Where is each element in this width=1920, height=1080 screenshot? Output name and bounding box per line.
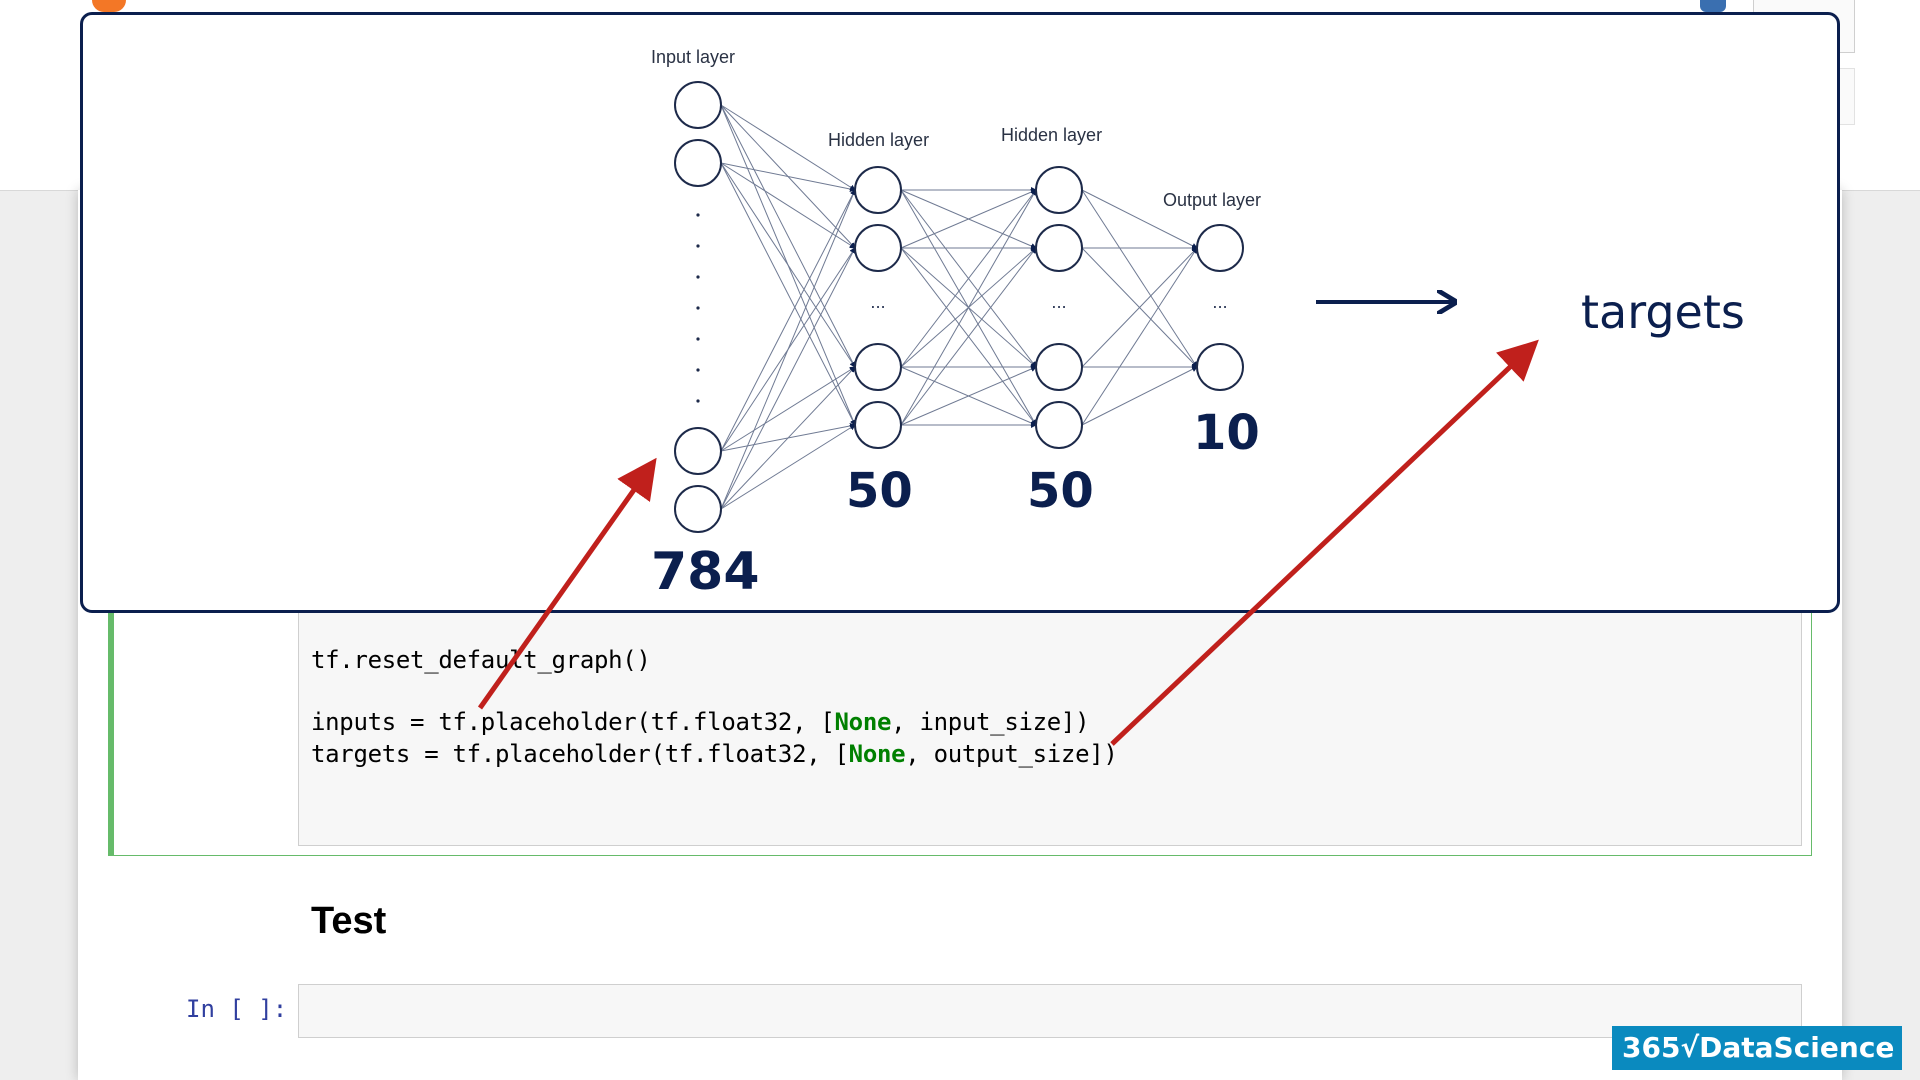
connection-line — [720, 162, 856, 426]
hidden1-neuron — [854, 343, 902, 391]
hidden-layer-1-label: Hidden layer — [828, 130, 930, 150]
input-count: 784 — [651, 542, 760, 602]
input-prompt: In [ ]: — [186, 995, 288, 1023]
code-text: inputs = tf.placeholder(tf.float32, [ — [311, 708, 835, 736]
input-layer-label: Input layer — [651, 47, 736, 67]
code-line-targets: targets = tf.placeholder(tf.float32, [No… — [311, 740, 1118, 768]
connection-line — [720, 104, 856, 368]
empty-code-cell[interactable] — [298, 984, 1802, 1038]
kernel-indicator-icon — [1700, 0, 1726, 12]
brand-logo: 365√DataScience — [1612, 1026, 1902, 1070]
connection-line — [720, 247, 856, 510]
connection-line — [720, 162, 856, 192]
input-ellipsis-dot — [696, 337, 700, 341]
hidden-1-count: 50 — [846, 463, 913, 519]
input-neuron — [674, 139, 722, 187]
keyword-none: None — [834, 708, 892, 736]
input-neuron — [674, 427, 722, 475]
code-text: targets = tf.placeholder(tf.float32, [ — [311, 740, 849, 768]
connection-line — [720, 366, 856, 510]
connection-line — [900, 366, 1037, 426]
input-ellipsis-dot — [696, 244, 700, 248]
connection-line — [1081, 366, 1198, 426]
connection-line — [720, 162, 856, 368]
hidden-layer-2-label: Hidden layer — [1001, 125, 1103, 145]
connection-line — [900, 247, 1037, 426]
code-text: , input_size]) — [891, 708, 1090, 736]
connection-line — [720, 424, 856, 510]
jupyter-logo-icon — [92, 0, 126, 12]
connection-line — [720, 189, 856, 452]
layer-ellipsis: ... — [1212, 293, 1227, 312]
connection-line — [1081, 189, 1198, 249]
input-ellipsis-dot — [696, 213, 700, 217]
code-line-reset: tf.reset_default_graph() — [311, 646, 651, 674]
hidden2-neuron — [1035, 343, 1083, 391]
connection-line — [720, 189, 856, 510]
network-diagram: ......... — [674, 81, 1837, 533]
input-ellipsis-dot — [696, 275, 700, 279]
output-neuron — [1196, 224, 1244, 272]
layer-ellipsis: ... — [870, 293, 885, 312]
code-editor[interactable] — [298, 590, 1802, 846]
connection-line — [900, 189, 1037, 426]
input-neuron — [674, 81, 722, 129]
markdown-heading: Test — [311, 900, 387, 942]
input-neuron — [674, 485, 722, 533]
connection-line — [1081, 247, 1198, 426]
hidden-2-count: 50 — [1027, 463, 1094, 519]
hidden2-neuron — [1035, 401, 1083, 449]
input-ellipsis-dot — [696, 306, 700, 310]
neural-network-slide: ......... Input layer Hidden layer Hidde… — [80, 12, 1840, 613]
layer-ellipsis: ... — [1051, 293, 1066, 312]
keyword-none: None — [848, 740, 906, 768]
connection-line — [900, 189, 1037, 249]
connection-line — [1081, 189, 1198, 368]
hidden2-neuron — [1035, 166, 1083, 214]
connection-line — [720, 104, 856, 191]
hidden2-neuron — [1035, 224, 1083, 272]
hidden1-neuron — [854, 224, 902, 272]
code-line-inputs: inputs = tf.placeholder(tf.float32, [Non… — [311, 708, 1090, 736]
connection-line — [720, 366, 856, 452]
input-ellipsis-dot — [696, 399, 700, 403]
output-layer-label: Output layer — [1163, 190, 1262, 210]
output-neuron — [1196, 343, 1244, 391]
hidden1-neuron — [854, 166, 902, 214]
connection-line — [1081, 247, 1198, 368]
input-ellipsis-dot — [696, 368, 700, 372]
code-text: , output_size]) — [905, 740, 1118, 768]
output-count: 10 — [1193, 405, 1260, 461]
hidden1-neuron — [854, 401, 902, 449]
targets-label: targets — [1581, 285, 1745, 339]
connection-line — [900, 189, 1037, 368]
